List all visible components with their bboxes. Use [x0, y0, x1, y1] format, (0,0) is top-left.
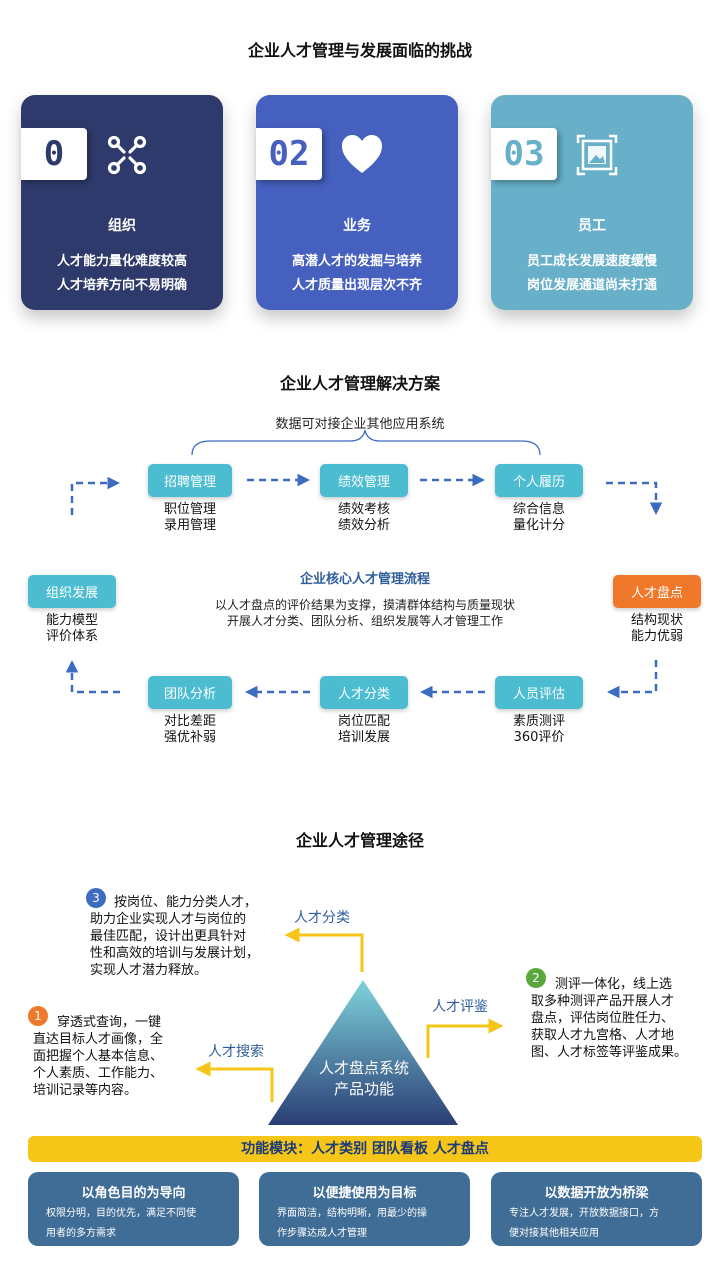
- feature-box-text: 界面简洁，结构明晰，用最少的操作步骤达成人才管理: [277, 1208, 427, 1239]
- function-module-bar: 功能模块：人才类别 团队看板 人才盘点: [28, 1136, 702, 1162]
- card-line: 岗位发展通道尚未打通: [526, 278, 657, 293]
- node-resume: 个人履历: [495, 464, 583, 497]
- node-recruit: 招聘管理: [148, 464, 232, 497]
- node-org-development: 组织发展: [28, 575, 116, 608]
- card-line: 员工成长发展速度缓慢: [526, 254, 657, 269]
- feature-box-title: 以数据开放为桥梁: [544, 1186, 649, 1201]
- core-process-desc: 以人才盘点的评价结果为支撑，摸清群体结构与质量现状开展人才分类、团队分析、组织发…: [214, 598, 515, 628]
- feature-box-usability: 以便捷使用为目标 界面简洁，结构明晰，用最少的操作步骤达成人才管理: [259, 1172, 470, 1246]
- card-number: 03: [491, 128, 557, 180]
- label-talent-search: 人才搜索: [208, 1044, 264, 1060]
- core-process-title: 企业核心人才管理流程: [299, 572, 430, 587]
- node-org-development-sub: 能力模型评价体系: [45, 613, 98, 644]
- card-line: 高潜人才的发掘与培养: [291, 254, 422, 269]
- card-heading: 员工: [578, 218, 606, 234]
- item-3-text: 按岗位、能力分类人才， 助力企业实现人才与岗位的 最佳匹配，设计出更具针对 性和…: [90, 895, 260, 978]
- card-organization: 0 组织 人才能力量化难度较高 人才培养方向不易明确: [21, 95, 223, 310]
- node-talent-classify-sub: 岗位匹配培训发展: [337, 714, 390, 745]
- card-business: 02 业务 高潜人才的发掘与培养 人才质量出现层次不齐: [256, 95, 458, 310]
- solution-title: 企业人才管理解决方案: [279, 374, 440, 393]
- card-line: 人才能力量化难度较高: [56, 254, 187, 269]
- feature-box-text: 权限分明，目的优先，满足不同使用者的多方需求: [46, 1208, 196, 1239]
- path-diagram: [195, 927, 504, 1125]
- node-team-analysis: 团队分析: [148, 676, 232, 709]
- card-heading: 组织: [108, 218, 136, 234]
- heart-icon: [342, 135, 382, 173]
- network-icon: [107, 135, 147, 175]
- card-line: 人才质量出现层次不齐: [291, 278, 422, 293]
- node-talent-inventory-sub: 结构现状能力优弱: [630, 613, 683, 644]
- card-employee: 03 员工 员工成长发展速度缓慢 岗位发展通道尚未打通: [491, 95, 693, 310]
- label-talent-classify: 人才分类: [294, 910, 350, 926]
- node-talent-classify: 人才分类: [320, 676, 408, 709]
- badge-3: 3: [86, 888, 106, 908]
- flow-connectors: [65, 429, 663, 699]
- picture-frame-icon: [576, 134, 618, 176]
- card-heading: 业务: [343, 218, 371, 234]
- node-performance: 绩效管理: [320, 464, 408, 497]
- node-performance-sub: 绩效考核绩效分析: [337, 502, 390, 533]
- feature-box-data: 以数据开放为桥梁 专注人才发展，开放数据接口，方便对接其他相关应用: [491, 1172, 702, 1246]
- card-number: 0: [21, 128, 87, 180]
- label-talent-evaluation: 人才评鉴: [432, 999, 488, 1015]
- path-title: 企业人才管理途径: [295, 831, 424, 850]
- feature-box-role: 以角色目的为导向 权限分明，目的优先，满足不同使用者的多方需求: [28, 1172, 239, 1246]
- node-team-analysis-sub: 对比差距强优补弱: [163, 714, 216, 745]
- node-evaluation: 人员评估: [495, 676, 583, 709]
- item-1-text: 穿透式查询，一键 直达目标人才画像，全 面把握个人基本信息、 个人素质、工作能力…: [33, 1015, 164, 1098]
- feature-box-title: 以便捷使用为目标: [312, 1186, 417, 1201]
- integration-note: 数据可对接企业其他应用系统: [275, 417, 445, 432]
- badge-2: 2: [526, 968, 546, 988]
- node-recruit-sub: 职位管理录用管理: [163, 502, 216, 533]
- card-number: 02: [256, 128, 322, 180]
- item-2-text: 测评一体化，线上选 取多种测评产品开展人才 盘点，评估岗位胜任力、 获取人才九宫…: [531, 977, 688, 1060]
- node-resume-sub: 综合信息量化计分: [512, 502, 565, 533]
- feature-box-title: 以角色目的为导向: [81, 1186, 186, 1201]
- badge-1: 1: [28, 1006, 48, 1026]
- card-line: 人才培养方向不易明确: [56, 278, 187, 293]
- node-talent-inventory: 人才盘点: [613, 575, 701, 608]
- feature-box-text: 专注人才发展，开放数据接口，方便对接其他相关应用: [509, 1208, 659, 1239]
- challenges-title: 企业人才管理与发展面临的挑战: [247, 41, 472, 60]
- pyramid: [268, 980, 458, 1125]
- pyramid-label: 人才盘点系统产品功能: [318, 1059, 409, 1098]
